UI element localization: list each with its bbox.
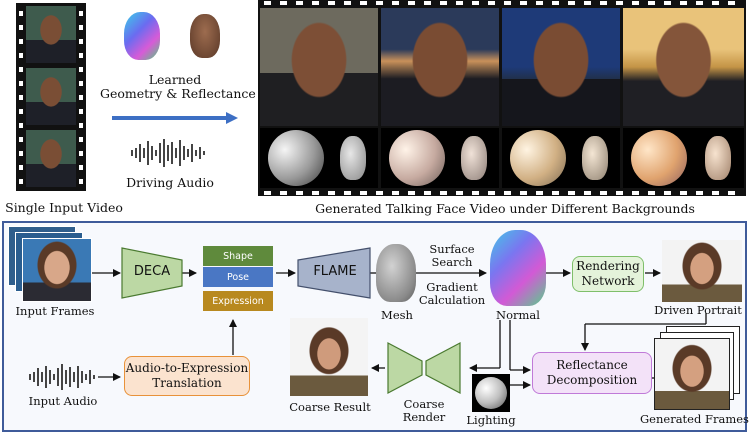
- expression-param: Expression: [203, 291, 273, 311]
- gradient-calc-label: Gradient Calculation: [418, 280, 486, 308]
- driving-audio-waveform: [131, 139, 205, 167]
- lighting-sphere: [475, 377, 507, 409]
- lighting-box: [472, 374, 510, 412]
- mesh-head: [376, 244, 416, 302]
- generated-frame-office: [260, 8, 378, 126]
- coarse-render-label: Coarse Render: [402, 397, 446, 425]
- input-video-frame-3: [26, 130, 76, 187]
- generated-frame-night-city: [381, 8, 499, 126]
- generated-frames-label: Generated Frames: [640, 412, 749, 426]
- single-input-video-label: Single Input Video: [5, 200, 123, 215]
- input-audio-label: Input Audio: [28, 394, 98, 408]
- shading-head-1: [340, 136, 366, 180]
- lighting-row-1: [260, 128, 378, 188]
- generated-frame-harbor: [502, 8, 620, 126]
- input-frame-front: [22, 238, 92, 302]
- reflectance-head: [190, 14, 220, 58]
- mesh-label: Mesh: [381, 308, 413, 322]
- generated-frame-sunset: [623, 8, 744, 126]
- generated-video-filmstrip: [258, 0, 746, 196]
- generated-caption: Generated Talking Face Video under Diffe…: [315, 201, 695, 216]
- reflectance-decomposition-label: Reflectance Decomposition: [546, 358, 638, 387]
- rendering-network-label: Rendering Network: [576, 259, 640, 288]
- shape-param: Shape: [203, 246, 273, 266]
- input-frames-label: Input Frames: [15, 304, 95, 318]
- coarse-render-bowtie: [387, 342, 461, 394]
- pose-param: Pose: [203, 267, 273, 287]
- driven-portrait-label: Driven Portrait: [654, 303, 742, 317]
- lighting-sphere-3: [510, 130, 566, 186]
- input-video-frame-2: [26, 68, 76, 125]
- lighting-label: Lighting: [466, 413, 516, 427]
- generated-frame-front: [654, 338, 730, 410]
- audio-to-expression-label: Audio-to-Expression Translation: [125, 361, 249, 390]
- flame-decoder: [297, 247, 371, 299]
- reflectance-decomposition-box: Reflectance Decomposition: [532, 352, 652, 394]
- lighting-row-3: [502, 128, 620, 188]
- normal-map-head: [490, 230, 546, 306]
- shading-head-4: [705, 136, 731, 180]
- shading-head-2: [461, 136, 487, 180]
- input-audio-waveform: [29, 364, 95, 390]
- flame-label: FLAME: [313, 264, 357, 279]
- geometry-normal-head: [124, 12, 160, 60]
- shading-head-3: [582, 136, 608, 180]
- learned-geometry-label: Learned Geometry & Reflectance: [100, 72, 256, 102]
- lighting-row-2: [381, 128, 499, 188]
- coarse-result-image: [290, 318, 368, 396]
- deca-encoder: [121, 247, 183, 299]
- input-video-filmstrip: [16, 3, 86, 191]
- lighting-row-4: [623, 128, 744, 188]
- surface-search-label: Surface Search: [429, 242, 475, 270]
- lighting-sphere-2: [389, 130, 445, 186]
- audio-to-expression-box: Audio-to-Expression Translation: [124, 356, 250, 396]
- deca-label: DECA: [133, 264, 171, 279]
- driving-audio-label: Driving Audio: [126, 175, 214, 190]
- coarse-result-label: Coarse Result: [289, 400, 371, 414]
- normal-label: Normal: [496, 308, 540, 322]
- driven-portrait-image: [662, 240, 742, 302]
- rendering-network-box: Rendering Network: [572, 256, 644, 292]
- lighting-sphere-1: [268, 130, 324, 186]
- input-video-frame-1: [26, 6, 76, 63]
- lighting-sphere-4: [631, 130, 687, 186]
